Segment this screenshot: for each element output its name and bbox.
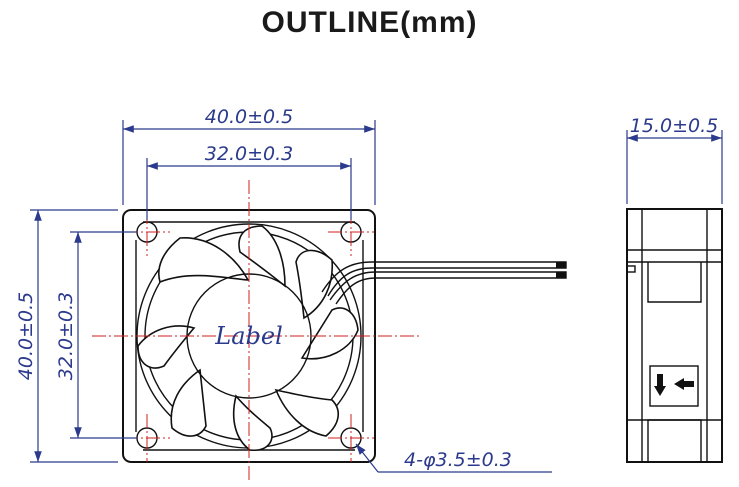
lead-wire xyxy=(321,261,567,297)
dim-frame-width: 40.0±0.5 xyxy=(205,106,293,128)
fan-blade xyxy=(274,388,339,437)
hole-leader xyxy=(355,443,379,473)
dim-frame-height: 40.0±0.5 xyxy=(15,292,37,380)
wire-end xyxy=(556,262,566,268)
fan-blade xyxy=(232,394,273,451)
side-recess xyxy=(647,262,702,303)
fan-blades xyxy=(137,225,359,451)
dim-hole-spacing-height: 32.0±0.3 xyxy=(55,292,77,380)
wire-end xyxy=(556,272,566,278)
dim-hole-spec: 4-φ3.5±0.3 xyxy=(404,449,512,471)
side-recess xyxy=(647,419,702,462)
fan-blade xyxy=(137,325,196,369)
fan-blade xyxy=(158,237,250,284)
fan-blade xyxy=(300,307,359,360)
dim-hole-spacing-width: 32.0±0.3 xyxy=(205,143,293,165)
lead-wire xyxy=(329,271,567,305)
front-view: Label 40.0±0.5 32.0±0.3 40.0±0.5 32.0±0.… xyxy=(15,106,567,482)
fan-blade xyxy=(170,368,207,437)
arrow-plate xyxy=(649,365,699,407)
outline-title: OUTLINE(mm) xyxy=(261,6,478,39)
hub-label: Label xyxy=(214,322,283,350)
fan-blade xyxy=(295,249,334,320)
side-frame xyxy=(626,208,723,463)
wire-notch xyxy=(626,265,636,273)
rotation-arrow-icon xyxy=(654,374,666,396)
airflow-arrow-icon xyxy=(674,378,694,390)
fan-blade xyxy=(238,225,286,288)
side-view: 15.0±0.5 xyxy=(626,115,723,463)
dim-thickness: 15.0±0.5 xyxy=(630,115,718,137)
